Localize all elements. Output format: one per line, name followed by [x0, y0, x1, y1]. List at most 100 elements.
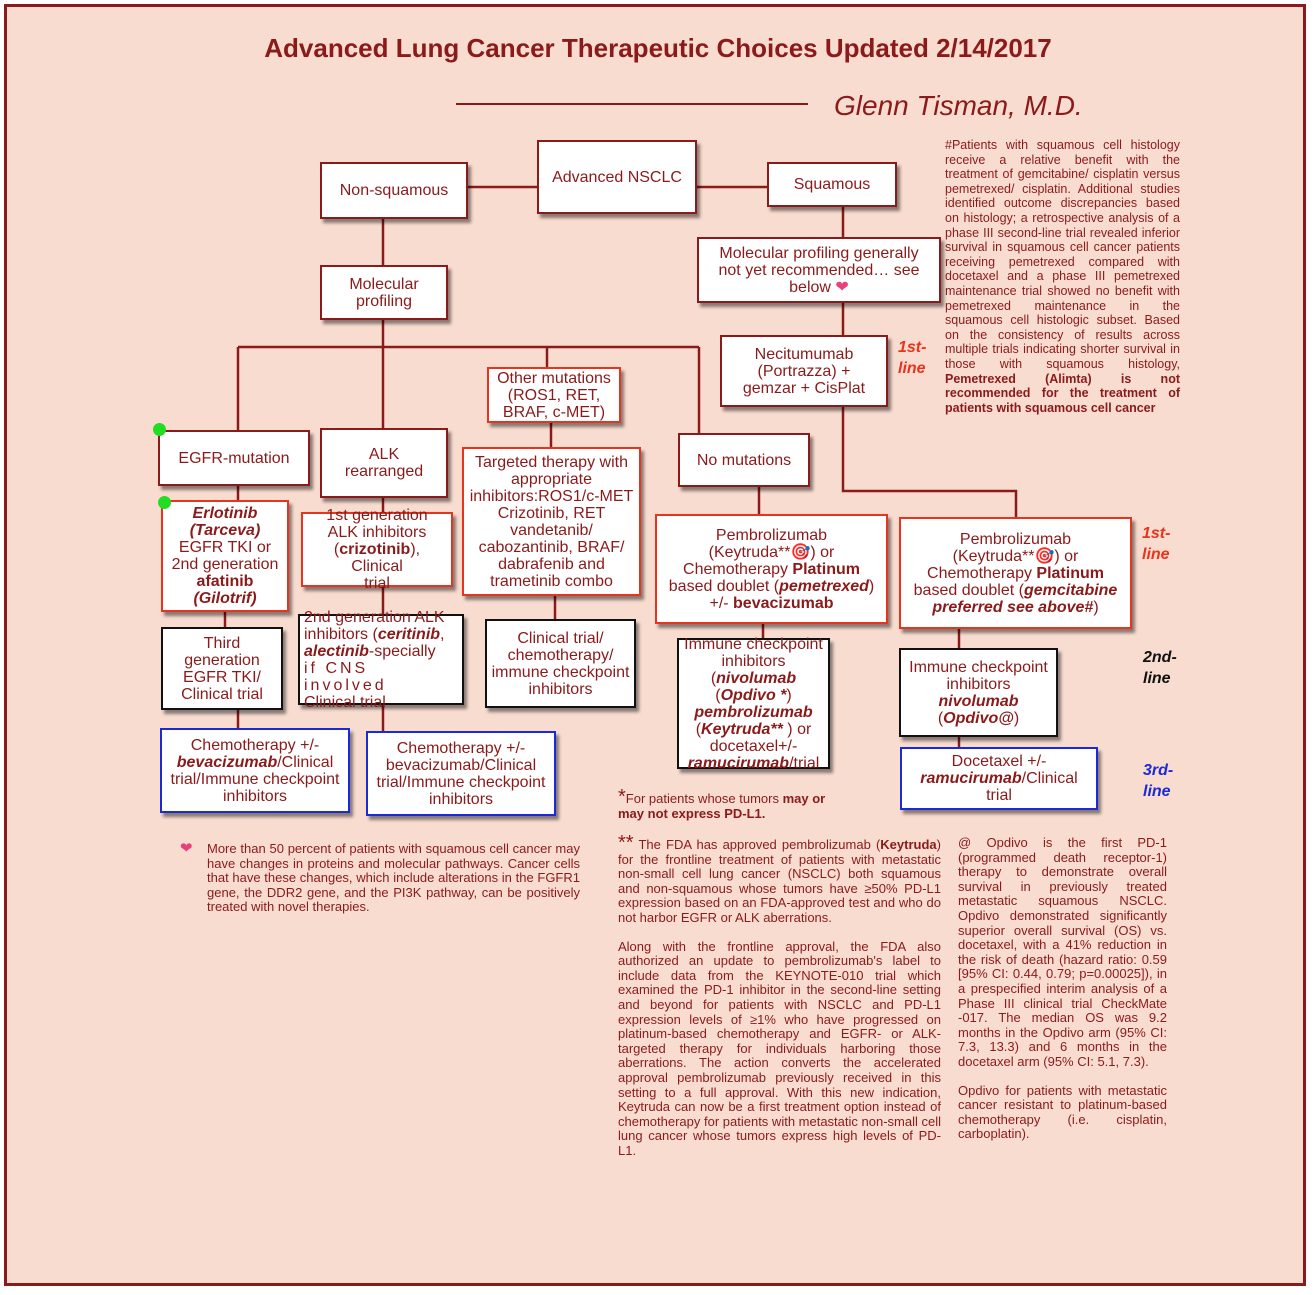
green-marker-dot	[158, 496, 171, 509]
erlotinib-line: Erlotinib	[192, 505, 258, 522]
docetaxel-line: Docetaxel +/-	[951, 753, 1047, 770]
alk-first-line: (crizotinib), Clinical	[333, 541, 421, 575]
pembrolizumab-nonsquamous-box: Pembrolizumab (Keytruda**🎯) or Chemother…	[655, 514, 888, 624]
heart-icon: ❤	[180, 840, 193, 857]
alk-second-line: if CNS involved	[304, 659, 387, 694]
targeted-therapy-line: trametinib combo	[490, 572, 613, 590]
other-mutations-line: (ROS1, RET,	[507, 386, 601, 404]
alk-first-gen-box: 1st generation ALK inhibitors (crizotini…	[301, 507, 453, 592]
pembro-sq-line: (Keytruda**🎯) or	[952, 547, 1079, 565]
alk-rearranged-line: ALK	[368, 446, 400, 463]
alk-first-line: ALK inhibitors	[327, 524, 427, 541]
checkpoint-nonsq-line: Immune checkpoint	[684, 635, 823, 653]
necitumumab-line: Necitumumab	[754, 345, 854, 363]
necitumumab-box: Necitumumab (Portrazza) + gemzar + CisPl…	[720, 335, 888, 407]
alk-second-line: alectinib-specially	[304, 642, 436, 660]
pembro-nonsq-line: based doublet (pemetrexed)	[668, 577, 875, 595]
chemo-alk-box: Chemotherapy +/- bevacizumab/Clinical tr…	[366, 731, 556, 816]
pembrolizumab-squamous-box: Pembrolizumab (Keytruda**🎯) or Chemother…	[899, 517, 1132, 629]
targeted-therapy-line: Targeted therapy with	[475, 453, 628, 471]
clinical-trial-line: immune checkpoint	[491, 663, 630, 681]
pembro-nonsq-line: (Keytruda**🎯) or	[708, 543, 835, 561]
alk-second-line: Clinical trial	[304, 693, 386, 711]
pembro-nonsq-line: +/- bevacizumab	[709, 594, 834, 612]
pembro-sq-line: based doublet (gemcitabine	[913, 581, 1118, 599]
no-mutations-label: No mutations	[696, 451, 792, 469]
checkpoint-nonsq-line: docetaxel+/-	[709, 737, 798, 755]
chemo-egfr-line: inhibitors	[222, 787, 288, 805]
pembro-sq-line: Pembrolizumab	[959, 530, 1072, 548]
targeted-therapy-line: vandetanib/	[510, 521, 593, 539]
clinical-trial-line: chemotherapy/	[507, 646, 614, 664]
alk-rearranged-box: ALK rearranged	[320, 428, 448, 498]
erlotinib-line: afatinib	[196, 573, 254, 590]
author-name: Glenn Tisman, M.D.	[834, 90, 1083, 121]
advanced-nsclc-label: Advanced NSCLC	[552, 168, 682, 186]
checkpoint-nonsq-line: (Opdivo *)	[715, 686, 792, 704]
other-mutations-line: BRAF, c-MET)	[502, 403, 606, 421]
molecular-profiling-box: Molecular profiling	[320, 265, 448, 320]
checkpoint-nonsq-line: ramucirumab/trial	[687, 754, 820, 772]
erlotinib-line: EGFR TKI or	[178, 539, 272, 556]
alk-first-line: 1st generation	[326, 507, 428, 524]
chemo-egfr-line: trial/Immune checkpoint	[170, 770, 340, 788]
page-title: Advanced Lung Cancer Therapeutic Choices…	[264, 33, 1052, 63]
chemo-alk-line: trial/Immune checkpoint	[376, 773, 546, 791]
first-line-label: 1st- line	[898, 339, 927, 377]
chemo-egfr-line: bevacizumab/Clinical	[176, 753, 334, 771]
targeted-therapy-box: Targeted therapy with appropriate inhibi…	[462, 447, 641, 596]
docetaxel-line: ramucirumab/Clinical	[920, 770, 1078, 787]
chemo-egfr-line: Chemotherapy +/-	[190, 736, 320, 754]
chemo-alk-line: inhibitors	[428, 790, 494, 808]
third-gen-line: Third	[203, 634, 241, 652]
checkpoint-sq-line: inhibitors	[946, 675, 1011, 693]
alk-second-line: 2nd generation ALK	[304, 608, 445, 626]
targeted-therapy-line: Crizotinib, RET	[497, 504, 606, 522]
squamous-molecular-profiling-box: Molecular profiling generally not yet re…	[697, 237, 941, 303]
chemo-egfr-box: Chemotherapy +/- bevacizumab/Clinical tr…	[160, 728, 350, 813]
alk-second-gen-box: 2nd generation ALK inhibitors (ceritinib…	[298, 609, 464, 711]
egfr-mutation-box: EGFR-mutation	[158, 430, 310, 486]
molecular-profiling-line: profiling	[355, 292, 413, 310]
checkpoint-nonsq-line: inhibitors (nivolumab	[710, 652, 797, 687]
first-line-label: 1st- line	[1142, 525, 1171, 563]
star-footnote: *For patients whose tumors may or may no…	[618, 786, 826, 821]
non-squamous-label: Non-squamous	[339, 182, 449, 199]
pembrolizumab-approval-note: ** The FDA has approved pembrolizumab (K…	[618, 832, 941, 1158]
molecular-profiling-line: Molecular	[349, 275, 419, 293]
erlotinib-line: (Tarceva)	[189, 522, 261, 539]
clinical-trial-line: Clinical trial/	[517, 629, 604, 647]
egfr-mutation-label: EGFR-mutation	[178, 449, 290, 467]
checkpoint-nonsq-line: (Keytruda** ) or	[695, 720, 812, 738]
targeted-therapy-line: cabozantinib, BRAF/	[478, 538, 625, 556]
heart-icon: ❤	[835, 278, 849, 296]
docetaxel-box: Docetaxel +/- ramucirumab/Clinical trial	[900, 747, 1098, 810]
alk-first-line: trial	[364, 575, 390, 592]
docetaxel-line: trial	[986, 787, 1012, 804]
erlotinib-box: Erlotinib (Tarceva) EGFR TKI or 2nd gene…	[161, 500, 289, 612]
third-gen-line: generation	[184, 651, 260, 669]
clinical-trial-line: inhibitors	[528, 680, 593, 698]
necitumumab-line: gemzar + CisPlat	[742, 379, 866, 397]
pembro-sq-line: Chemotherapy Platinum	[927, 564, 1104, 582]
sq-profiling-line: below ❤	[789, 278, 849, 296]
checkpoint-nonsquamous-box: Immune checkpoint inhibitors (nivolumab …	[677, 635, 830, 772]
third-gen-line: EGFR TKI/	[183, 668, 261, 686]
pembro-nonsq-line: Pembrolizumab	[715, 526, 828, 544]
checkpoint-nonsq-line: pembrolizumab	[694, 703, 813, 721]
other-mutations-line: Other mutations	[497, 369, 611, 387]
author-rule	[456, 103, 808, 105]
chemo-alk-line: bevacizumab/Clinical	[385, 756, 537, 774]
third-gen-line: Clinical trial	[181, 685, 263, 703]
other-mutations-box: Other mutations (ROS1, RET, BRAF, c-MET)	[487, 367, 621, 423]
alk-rearranged-line: rearranged	[344, 463, 424, 480]
checkpoint-sq-line: Immune checkpoint	[909, 658, 1048, 676]
checkpoint-sq-line: (Opdivo@)	[937, 709, 1020, 727]
erlotinib-line: 2nd generation	[171, 556, 279, 573]
opdivo-note: @ Opdivo is the first PD-1 (programmed d…	[958, 835, 1167, 1142]
sq-profiling-line: Molecular profiling generally	[719, 244, 919, 262]
chemo-alk-line: Chemotherapy +/-	[396, 739, 526, 757]
targeted-therapy-line: inhibitors:ROS1/c-MET	[469, 487, 634, 505]
third-line-label: 3rd- line	[1143, 762, 1174, 800]
